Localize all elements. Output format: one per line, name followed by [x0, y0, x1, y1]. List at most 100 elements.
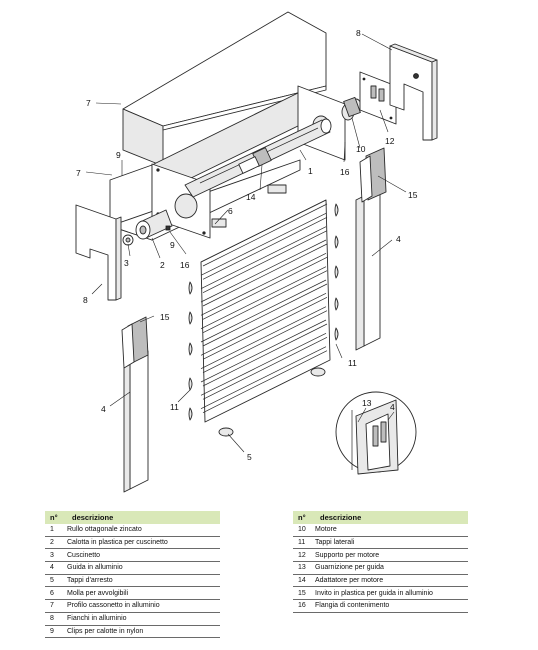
shutter-slat — [200, 239, 327, 303]
callout-6: 6 — [228, 206, 233, 216]
legend-row: 5 Tappi d'arresto — [45, 575, 220, 588]
leader-lines — [85, 33, 407, 453]
header-number: n° — [298, 513, 306, 522]
callout-11-right: 11 — [348, 358, 357, 368]
shutter-slat-edge — [202, 337, 328, 400]
shutter-slat — [200, 319, 327, 383]
legend-description: Clips per calotte in nylon — [67, 627, 144, 635]
legend-number: 12 — [298, 551, 306, 559]
legend-number: 16 — [298, 602, 306, 610]
callout-16-left: 16 — [180, 260, 190, 270]
legend-number: 2 — [50, 539, 54, 547]
legend-row: 3 Cuscinetto — [45, 549, 220, 563]
shutter-slat-edge — [202, 243, 328, 307]
legend-description: Guarnizione per guida — [315, 564, 384, 572]
legend-description: Molla per avvolgibili — [67, 589, 129, 597]
side-plug — [334, 265, 339, 279]
legend-description: Flangia di contenimento — [315, 602, 390, 610]
callout-labels: 7 8 9 7 1 16 10 12 14 6 3 2 9 16 8 15 4 … — [76, 28, 418, 462]
box-cover-profile — [122, 11, 327, 167]
shutter-slat — [200, 333, 327, 396]
shutter-slat-edge — [202, 297, 328, 360]
shutter-slat-edge — [202, 310, 328, 373]
exploded-diagram: 7 8 9 7 1 16 10 12 14 6 3 2 9 16 8 15 4 … — [75, 11, 438, 493]
shutter-slat-edge — [202, 217, 328, 280]
callout-15-left: 15 — [160, 312, 170, 322]
legend-description: Cuscinetto — [67, 551, 101, 559]
left-guide-rail — [121, 316, 149, 493]
callout-2: 2 — [160, 260, 165, 270]
side-plug — [188, 407, 193, 421]
callout-15-right: 15 — [408, 190, 418, 200]
callout-13: 13 — [362, 398, 372, 408]
shutter-slat — [200, 226, 327, 289]
shutter-slat-edge — [202, 323, 328, 387]
motor-support — [359, 71, 397, 125]
side-plug — [188, 281, 193, 295]
callout-16-right: 16 — [340, 167, 350, 177]
roller-tube — [184, 118, 332, 228]
legend-header: n° descrizione — [45, 511, 220, 524]
shutter-slat — [200, 266, 327, 329]
callout-9-top: 9 — [116, 150, 121, 160]
legend-number: 7 — [50, 602, 54, 610]
right-side-cap — [389, 43, 438, 141]
legend-description: Supporto per motore — [315, 551, 380, 559]
shutter-slat — [200, 279, 327, 343]
legend-description: Adattatore per motore — [315, 577, 384, 585]
side-plug — [188, 377, 193, 391]
side-plug — [334, 297, 339, 311]
shutter-slat — [200, 306, 327, 369]
side-plugs-right — [334, 203, 339, 341]
shutter-slat — [200, 253, 327, 316]
header-description: descrizione — [320, 513, 362, 522]
legend-row: 9 Clips per calotte in nylon — [45, 626, 220, 639]
legend-description: Profilo cassonetto in alluminio — [67, 602, 160, 610]
detail-inset — [335, 391, 417, 475]
legend-number: 1 — [50, 526, 54, 534]
shutter-slat-edge — [202, 270, 328, 333]
callout-1: 1 — [308, 166, 313, 176]
legend-number: 5 — [50, 577, 54, 585]
side-plug — [334, 203, 339, 217]
callout-3: 3 — [124, 258, 129, 268]
callout-11-left: 11 — [170, 402, 179, 412]
legend-number: 10 — [298, 526, 306, 534]
header-number: n° — [50, 513, 58, 522]
legend-description: Motore — [315, 526, 337, 534]
legend-header: n° descrizione — [293, 511, 468, 524]
legend-description: Rullo ottagonale zincato — [67, 526, 142, 534]
callout-4-right: 4 — [396, 234, 401, 244]
shutter-slat-edge — [202, 350, 328, 413]
legend-description: Guida in alluminio — [67, 564, 123, 572]
shutter-curtain — [200, 199, 331, 437]
legend-table-left: n° descrizione 1 Rullo ottagonale zincato… — [45, 511, 220, 639]
legend-number: 4 — [50, 564, 54, 572]
legend-number: 14 — [298, 577, 306, 585]
callout-4-detail: 4 — [390, 402, 395, 412]
legend-number: 11 — [298, 539, 306, 547]
shutter-slat — [200, 346, 327, 409]
shutter-slat-edge — [202, 283, 328, 347]
shutter-slat — [200, 293, 327, 356]
legend-number: 6 — [50, 589, 54, 597]
callout-4-left: 4 — [101, 404, 106, 414]
callout-14: 14 — [246, 192, 256, 202]
callout-8-right: 8 — [356, 28, 361, 38]
shutter-slat — [200, 199, 327, 263]
legend-row: 10 Motore — [293, 524, 468, 537]
legend-number: 9 — [50, 627, 54, 635]
legend-row: 6 Molla per avvolgibili — [45, 587, 220, 601]
legend-row: 1 Rullo ottagonale zincato — [45, 524, 220, 537]
callout-9-bottom: 9 — [170, 240, 175, 250]
legend-number: 3 — [50, 551, 54, 559]
legend-row: 4 Guida in alluminio — [45, 562, 220, 575]
header-description: descrizione — [72, 513, 114, 522]
legend-description: Tappi d'arresto — [67, 577, 113, 585]
legend-row: 12 Supporto per motore — [293, 549, 468, 563]
